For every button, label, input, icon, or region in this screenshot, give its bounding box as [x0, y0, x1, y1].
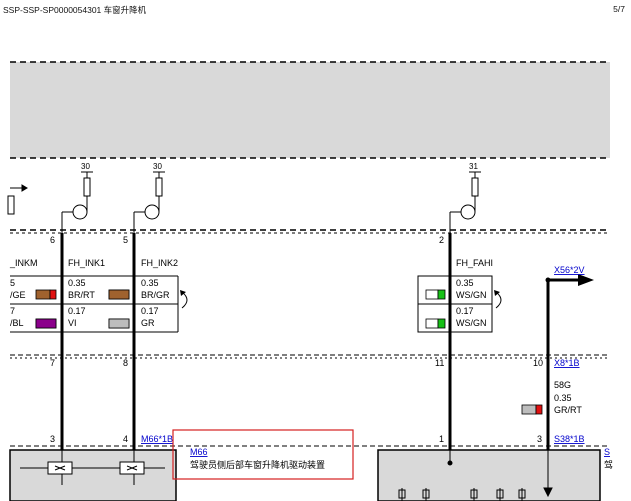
swatch-br-gr [108, 289, 130, 300]
wire-color-right: GR/RT [554, 405, 582, 415]
component-highlight-box [172, 429, 354, 480]
wire-color-fahi-2: WS/GN [456, 318, 487, 328]
supply-label-ink2: 30 [153, 162, 162, 171]
connector-s38-link[interactable]: S38*1B [554, 434, 585, 444]
pin-mid-d: 10 [533, 358, 543, 368]
wire-color-left-1: /GE [10, 290, 26, 300]
component-s-partial[interactable]: S [604, 447, 610, 457]
wire-size-right: 0.35 [554, 393, 572, 403]
wire-size-ink1-2: 0.17 [68, 306, 86, 316]
pin-bottom-b: 4 [123, 434, 128, 444]
connector-x56-link[interactable]: X56*2V [554, 265, 585, 275]
wire-color-ink1-2: VI [68, 318, 77, 328]
pin-top-ink1: 5 [123, 235, 128, 245]
wire-size-ink1-1: 0.35 [68, 278, 86, 288]
signal-ink1: FH_INK1 [68, 258, 105, 268]
driver-transistor-ink1 [61, 172, 91, 233]
pin-bottom-a: 3 [50, 434, 55, 444]
s38-internal-symbols [398, 450, 553, 501]
connector-m66-link[interactable]: M66*1B [141, 434, 173, 444]
swatch-ws-gn-1 [425, 289, 446, 300]
swatch-ws-gn-2 [425, 318, 446, 329]
connector-x8-link[interactable]: X8*1B [554, 358, 580, 368]
driver-transistor-fahi [449, 172, 479, 233]
wire-color-fahi-1: WS/GN [456, 290, 487, 300]
pin-mid-c: 11 [435, 358, 444, 368]
driver-circuit-left [7, 184, 28, 215]
supply-label-fahi: 31 [469, 162, 478, 171]
pin-top-fahi: 2 [439, 235, 444, 245]
supply-label-ink1: 30 [81, 162, 90, 171]
wire-size-left-1: 5 [10, 278, 15, 288]
document-title: SSP-SSP-SP0000054301 车窗升降机 [3, 5, 147, 15]
wire-gauge-right: 58G [554, 380, 571, 390]
pin-bottom-c: 1 [439, 434, 444, 444]
wire-size-ink2-1: 0.35 [141, 278, 159, 288]
swatch-gr-rt [521, 404, 543, 415]
component-id-link[interactable]: M66 [190, 447, 208, 457]
component-partial-desc: 驾 [604, 460, 613, 470]
wire-size-ink2-2: 0.17 [141, 306, 159, 316]
wire-color-ink1-1: BR/RT [68, 290, 95, 300]
m66-internal-symbols [20, 450, 165, 485]
component-m66-body [9, 449, 177, 501]
component-description: 驾驶员侧后部车窗升降机驱动装置 [190, 459, 325, 470]
pin-bottom-d: 3 [537, 434, 542, 444]
swatch-ge [35, 289, 57, 300]
module-body [10, 62, 610, 158]
wire-color-left-2: /BL [10, 318, 24, 328]
signal-inkm: _INKM [9, 258, 38, 268]
wire-color-ink2-2: GR [141, 318, 155, 328]
signal-ink2: FH_INK2 [141, 258, 178, 268]
driver-transistor-ink2 [133, 172, 163, 233]
wire-size-fahi-2: 0.17 [456, 306, 474, 316]
signal-fahi: FH_FAHI [456, 258, 493, 268]
pin-top-left: 6 [50, 235, 55, 245]
wire-color-ink2-1: BR/GR [141, 290, 170, 300]
component-s38-body [377, 449, 601, 501]
page-number: 5/7 [613, 4, 625, 14]
wire-size-left-2: 7 [10, 306, 15, 316]
pin-mid-a: 7 [50, 358, 55, 368]
pin-mid-b: 8 [123, 358, 128, 368]
arrow-right-icon [578, 274, 594, 286]
wire-size-fahi-1: 0.35 [456, 278, 474, 288]
